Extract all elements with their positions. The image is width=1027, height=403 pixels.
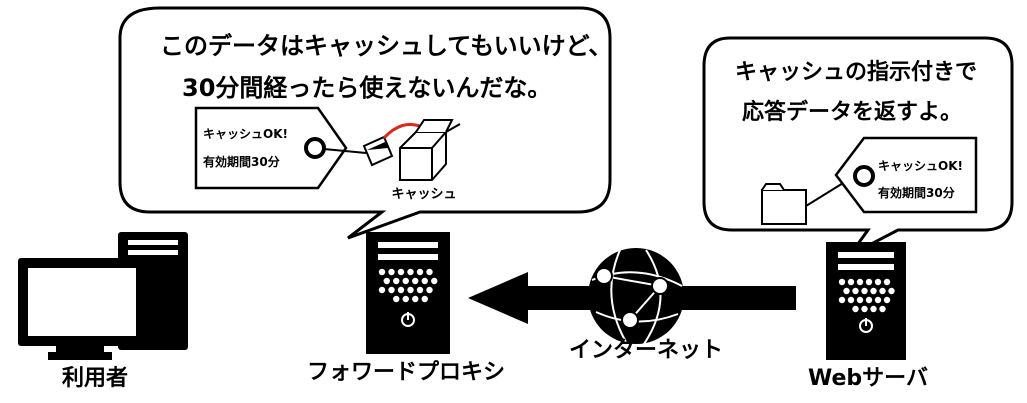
- web-server-vent-dot: [879, 287, 886, 295]
- globe-network-icon: [588, 248, 684, 345]
- server-bubble-line1: キャッシュの指示付きで: [735, 60, 978, 85]
- proxy-server-vent-dot: [407, 286, 414, 294]
- web-server-vent-dot: [865, 278, 873, 286]
- web-server-vent-dot: [861, 287, 868, 295]
- web-server-vent-dot: [888, 287, 895, 295]
- proxy-server-vent-dot: [378, 286, 386, 294]
- web-server-vent-dot: [870, 287, 877, 295]
- proxy-server-vent-dot: [421, 295, 428, 303]
- user-computer-icon: [18, 232, 188, 360]
- proxy-server-vent-dot: [412, 295, 419, 303]
- web-server-vent-dot: [856, 296, 864, 304]
- proxy-data-sheet-icon: [362, 135, 394, 167]
- proxy-server-vent-dot: [421, 277, 428, 285]
- proxy-server-vent-dot: [431, 277, 438, 285]
- proxy-server-vent-dot: [407, 268, 414, 276]
- proxy-tag-line2: 有効期間30分: [203, 155, 280, 169]
- proxy-server-vent-dot: [426, 268, 433, 276]
- proxy-server-vent-dot: [397, 286, 405, 294]
- proxy-bubble-line2: 30分間経ったら使えないんだな。: [182, 74, 552, 102]
- server-label: Webサーバ: [808, 366, 928, 391]
- proxy-server-vent-dot: [416, 268, 424, 276]
- web-server-vent-dot: [843, 287, 850, 295]
- user-label: 利用者: [61, 366, 129, 391]
- web-server-vent-dot: [874, 278, 882, 286]
- web-server-vent-dot: [838, 296, 846, 304]
- cache-box-icon: [399, 119, 461, 181]
- proxy-server-vent-dot: [393, 277, 400, 285]
- proxy-server-vent-dot: [397, 268, 405, 276]
- cache-label: キャッシュ: [391, 187, 457, 202]
- web-server-vent-dot: [852, 305, 859, 313]
- web-server-vent-dot: [847, 278, 855, 286]
- proxy-server-vent-dot: [388, 286, 395, 294]
- server-tag-line2: 有効期間30分: [878, 186, 955, 200]
- proxy-server-vent-dot: [393, 295, 400, 303]
- proxy-tag-line1: キャッシュOK!: [203, 127, 288, 141]
- web-server-vent-dot: [852, 287, 859, 295]
- proxy-server-vent-dot: [402, 295, 409, 303]
- server-price-tag-icon: [834, 136, 978, 214]
- proxy-server-vent-dot: [402, 277, 409, 285]
- web-server-vent-dot: [856, 278, 864, 286]
- proxy-price-tag-icon: [194, 106, 367, 190]
- proxy-server-icon: [366, 232, 450, 354]
- server-tag-line1: キャッシュOK!: [878, 159, 963, 173]
- proxy-server-vent-dot: [412, 277, 419, 285]
- server-bubble-line2: 応答データを返すよ。: [742, 100, 963, 125]
- proxy-label: フォワードプロキシ: [306, 360, 506, 385]
- web-server-icon: [826, 242, 906, 360]
- web-server-vent-dot: [865, 296, 873, 304]
- proxy-server-vent-dot: [383, 277, 390, 285]
- proxy-server-vent-dot: [388, 268, 395, 276]
- web-server-vent-dot: [838, 278, 846, 286]
- web-server-vent-dot: [883, 296, 891, 304]
- proxy-server-vent-dot: [426, 286, 433, 294]
- web-server-vent-dot: [879, 305, 886, 313]
- proxy-bubble-line1: このデータはキャッシュしてもいいけど、: [160, 32, 613, 60]
- web-server-vent-dot: [874, 296, 882, 304]
- web-server-vent-dot: [861, 305, 868, 313]
- web-server-vent-dot: [883, 278, 891, 286]
- data-folder-icon: [761, 179, 849, 225]
- proxy-server-vent-dot: [416, 286, 424, 294]
- internet-label: インターネット: [568, 338, 724, 363]
- web-server-vent-dot: [870, 305, 877, 313]
- web-server-vent-dot: [847, 296, 855, 304]
- proxy-server-vent-dot: [378, 268, 386, 276]
